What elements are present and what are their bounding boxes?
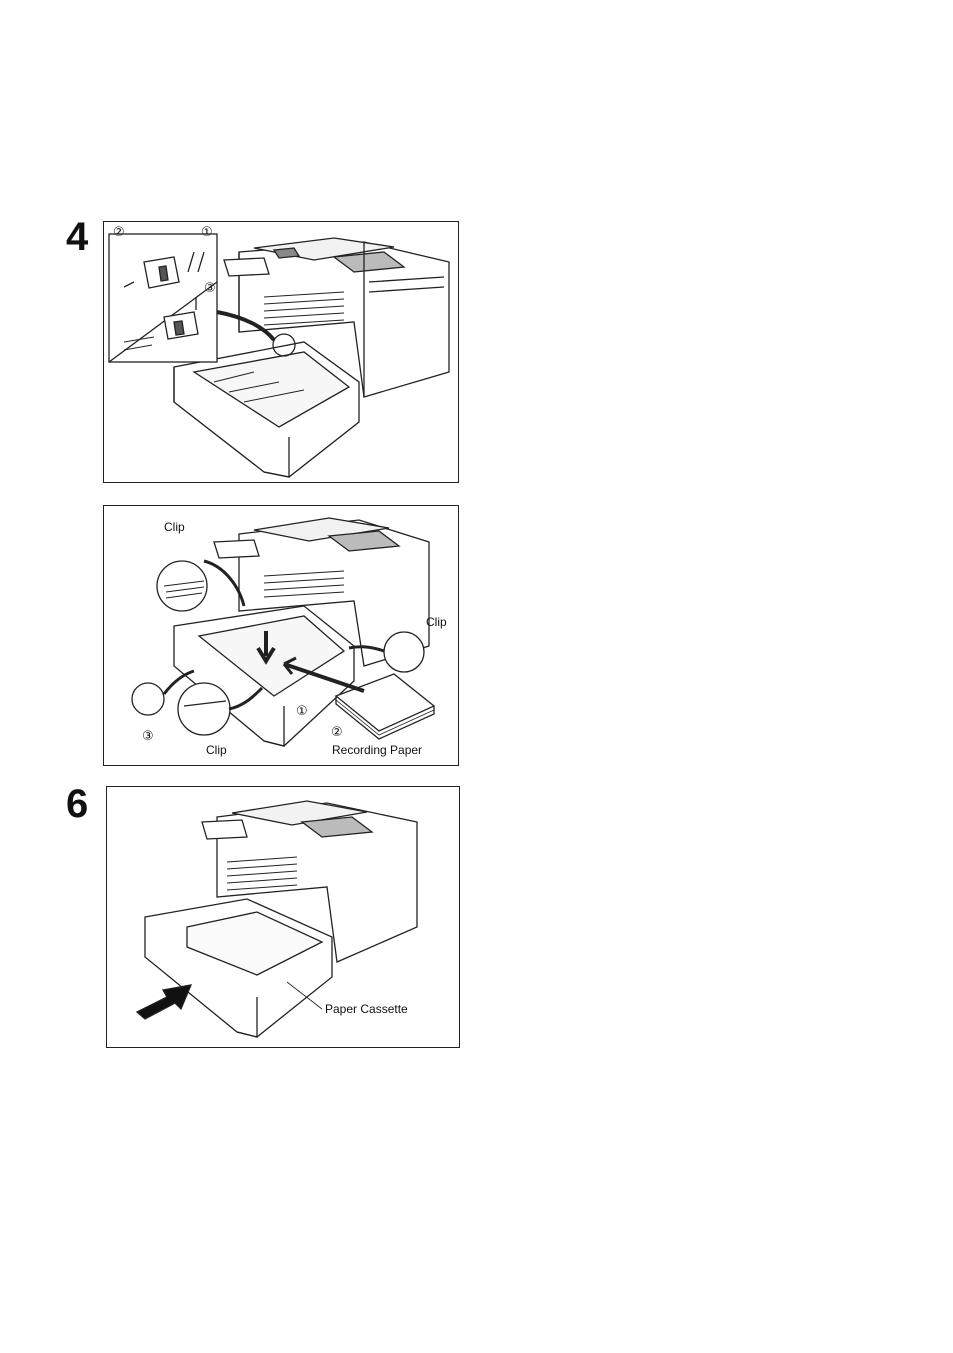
step-number-4: 4 [66, 217, 88, 257]
callout-3: ③ [142, 730, 154, 743]
callout-3: ③ [204, 282, 216, 295]
illustration-step-6: Paper Cassette [106, 786, 460, 1048]
load-recording-paper-drawing [104, 506, 460, 767]
step-number-6: 6 [66, 784, 88, 824]
fax-cassette-install-drawing [104, 222, 460, 484]
clip-label-right: Clip [426, 616, 447, 628]
clip-label-bottom: Clip [206, 744, 227, 756]
clip-label-top: Clip [164, 521, 185, 533]
callout-2: ② [113, 226, 125, 239]
illustration-step-5: Clip Clip Clip ① ② ③ Recording Paper [103, 505, 459, 766]
callout-1: ① [296, 705, 308, 718]
callout-2: ② [331, 726, 343, 739]
paper-cassette-label: Paper Cassette [325, 1003, 408, 1015]
callout-1: ① [201, 226, 213, 239]
illustration-step-4: ② ① ③ [103, 221, 459, 483]
recording-paper-label: Recording Paper [332, 744, 422, 756]
